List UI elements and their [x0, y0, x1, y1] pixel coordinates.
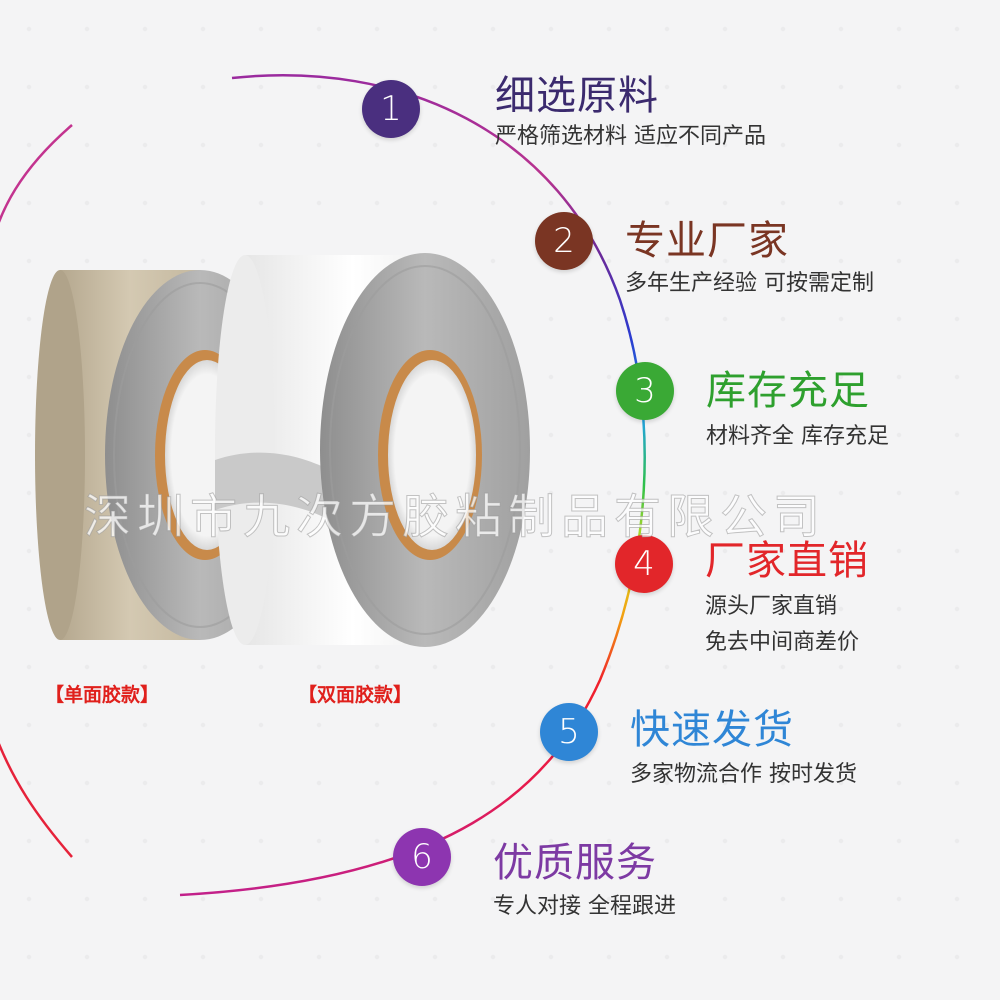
feature-desc-2-line-1: 多年生产经验 可按需定制 [625, 271, 874, 296]
feature-desc-6-line-1: 专人对接 全程跟进 [493, 894, 676, 919]
single-sided-variant-label: 【单面胶款】 [45, 684, 160, 706]
feature-title-5: 快速发货 [630, 707, 794, 753]
feature-title-6: 优质服务 [493, 840, 657, 886]
feature-number-badge-4: 4 [615, 535, 673, 593]
feature-title-1: 细选原料 [495, 73, 659, 119]
feature-title-2: 专业厂家 [625, 218, 789, 264]
feature-number-badge-5: 5 [540, 703, 598, 761]
feature-desc-3-line-1: 材料齐全 库存充足 [706, 424, 889, 449]
feature-desc-4-line-1: 源头厂家直销 [705, 594, 838, 619]
feature-title-3: 库存充足 [706, 368, 870, 414]
feature-number-badge-1: 1 [362, 80, 420, 138]
feature-number-badge-2: 2 [535, 212, 593, 270]
double-sided-variant-label: 【双面胶款】 [298, 684, 413, 706]
feature-title-4: 厂家直销 [705, 538, 869, 584]
feature-number-badge-3: 3 [616, 362, 674, 420]
double-sided-tape-roll [215, 253, 530, 647]
company-watermark: 深圳市九次方胶粘制品有限公司 [84, 490, 826, 546]
feature-desc-1-line-1: 严格筛选材料 适应不同产品 [495, 124, 766, 149]
feature-number-badge-6: 6 [393, 828, 451, 886]
feature-desc-5-line-1: 多家物流合作 按时发货 [630, 762, 857, 787]
feature-desc-4-line-2: 免去中间商差价 [705, 630, 860, 655]
